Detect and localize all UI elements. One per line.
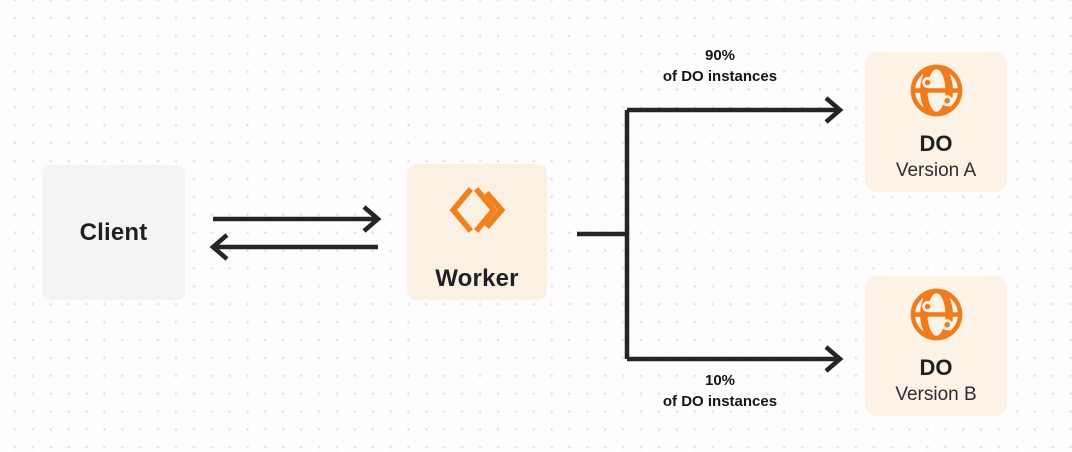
worker-label: Worker: [435, 265, 519, 292]
do-a-subtitle: Version A: [895, 160, 977, 181]
arrowhead-worker-to-client: [209, 233, 229, 261]
arrowhead-client-to-worker: [362, 205, 382, 233]
cloudflare-workers-icon: [448, 181, 506, 239]
route-bottom-percent: 10%: [704, 372, 736, 389]
route-bottom-caption: of DO instances: [662, 393, 778, 410]
route-label-top: 90% of DO instances: [610, 45, 830, 87]
do-b-subtitle: Version B: [895, 384, 977, 405]
worker-node: Worker: [407, 164, 547, 300]
globe-icon: [908, 62, 965, 119]
do-a-title: DO: [919, 131, 953, 156]
client-label: Client: [79, 218, 148, 246]
do-version-a-node: DO Version A: [865, 52, 1007, 192]
route-top-caption: of DO instances: [662, 68, 778, 85]
globe-icon: [908, 286, 965, 343]
client-node: Client: [42, 165, 185, 300]
do-b-title: DO: [919, 355, 953, 380]
do-version-b-node: DO Version B: [865, 276, 1007, 416]
route-top-percent: 90%: [704, 47, 736, 64]
route-label-bottom: 10% of DO instances: [610, 370, 830, 412]
arrowhead-branch-top: [824, 96, 844, 124]
arrowhead-branch-bottom: [824, 345, 844, 373]
